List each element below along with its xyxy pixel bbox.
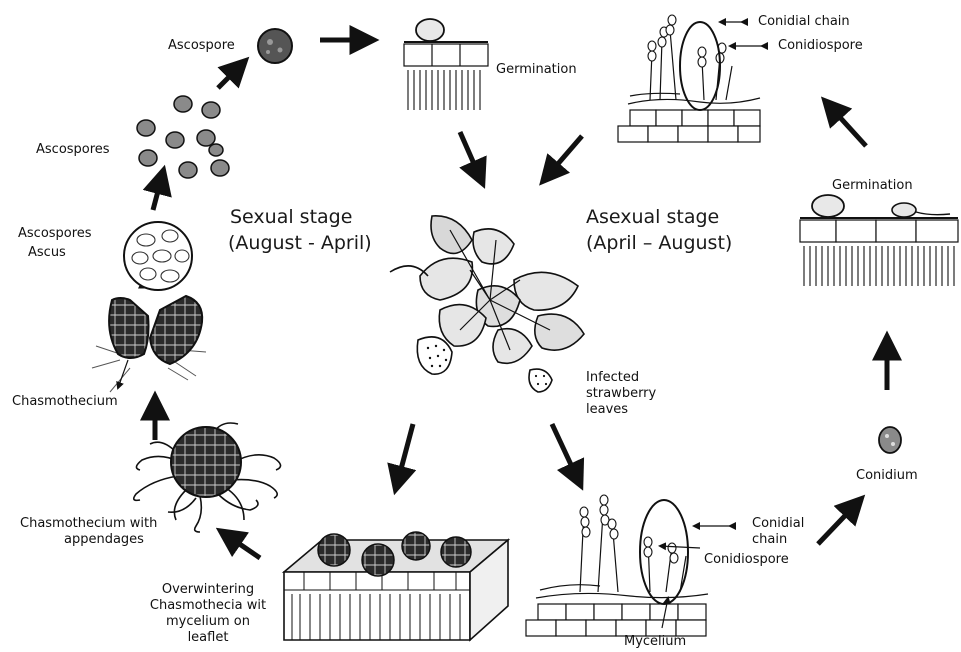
conidial-chain-top-label: Conidial chain (758, 14, 850, 30)
sexual-stage-period: (August - April) (228, 230, 372, 256)
arrow-cluster-to-ascospore (218, 62, 244, 88)
mycelium-label: Mycelium (624, 634, 686, 650)
overwintering-label-4: leaflet (148, 630, 268, 646)
conidia-top-illustration (618, 15, 762, 142)
overwintering-label-2: Chasmothecia wit (138, 598, 278, 614)
conidium-illustration (879, 427, 901, 453)
arrow-leaves-to-mycelium (552, 424, 580, 484)
overwintering-label-1: Overwintering (148, 582, 268, 598)
chasmothecium-illustration (92, 296, 206, 392)
sexual-stage-title: Sexual stage (230, 204, 352, 230)
conidial-chain-bottom-label-2: chain (752, 532, 787, 548)
conidiospore-bottom-label: Conidiospore (704, 552, 789, 568)
infected-label-2: strawberry (586, 386, 656, 402)
germination-right-label: Germination (832, 178, 913, 194)
chasmothecium-appendages-label-1: Chasmothecium with (20, 516, 157, 532)
ascospores-in-ascus-label: Ascospores (18, 226, 92, 242)
infected-label-3: leaves (586, 402, 628, 418)
ascus-label: Ascus (28, 245, 66, 261)
conidium-label: Conidium (856, 468, 918, 484)
conidiospore-top-label: Conidiospore (778, 38, 863, 54)
infected-strawberry-plant-illustration (390, 216, 584, 392)
overwintering-leaflet-illustration (284, 532, 508, 640)
conidial-chain-bottom-label-1: Conidial (752, 516, 804, 532)
conidia-mycelium-illustration (526, 495, 730, 636)
arrow-germination-to-leaves (460, 132, 482, 182)
germination-right-illustration (800, 195, 958, 286)
germination-top-illustration (404, 19, 488, 110)
arrow-leaflet-to-appendages (222, 532, 260, 558)
arrow-ascus-to-cluster (153, 172, 163, 210)
asexual-stage-title: Asexual stage (586, 204, 719, 230)
ascospores-cluster-illustration (137, 96, 229, 178)
ascospore-illustration (258, 29, 292, 63)
overwintering-label-3: mycelium on (148, 614, 268, 630)
arrow-conidia-to-conidium (818, 500, 860, 544)
ascospore-label: Ascospore (168, 38, 235, 54)
arrow-leaves-to-leaflet (396, 424, 413, 488)
ascospores-cluster-label: Ascospores (36, 142, 110, 158)
chasmothecium-appendages-label-2: appendages (64, 532, 144, 548)
chasmothecium-label: Chasmothecium (12, 394, 118, 410)
ascus-illustration (124, 222, 192, 290)
asexual-stage-period: (April – August) (586, 230, 732, 256)
arrow-conidia-to-leaves (544, 136, 582, 180)
germination-top-label: Germination (496, 62, 577, 78)
arrow-germination-to-conidia (826, 102, 866, 146)
infected-label-1: Infected (586, 370, 639, 386)
